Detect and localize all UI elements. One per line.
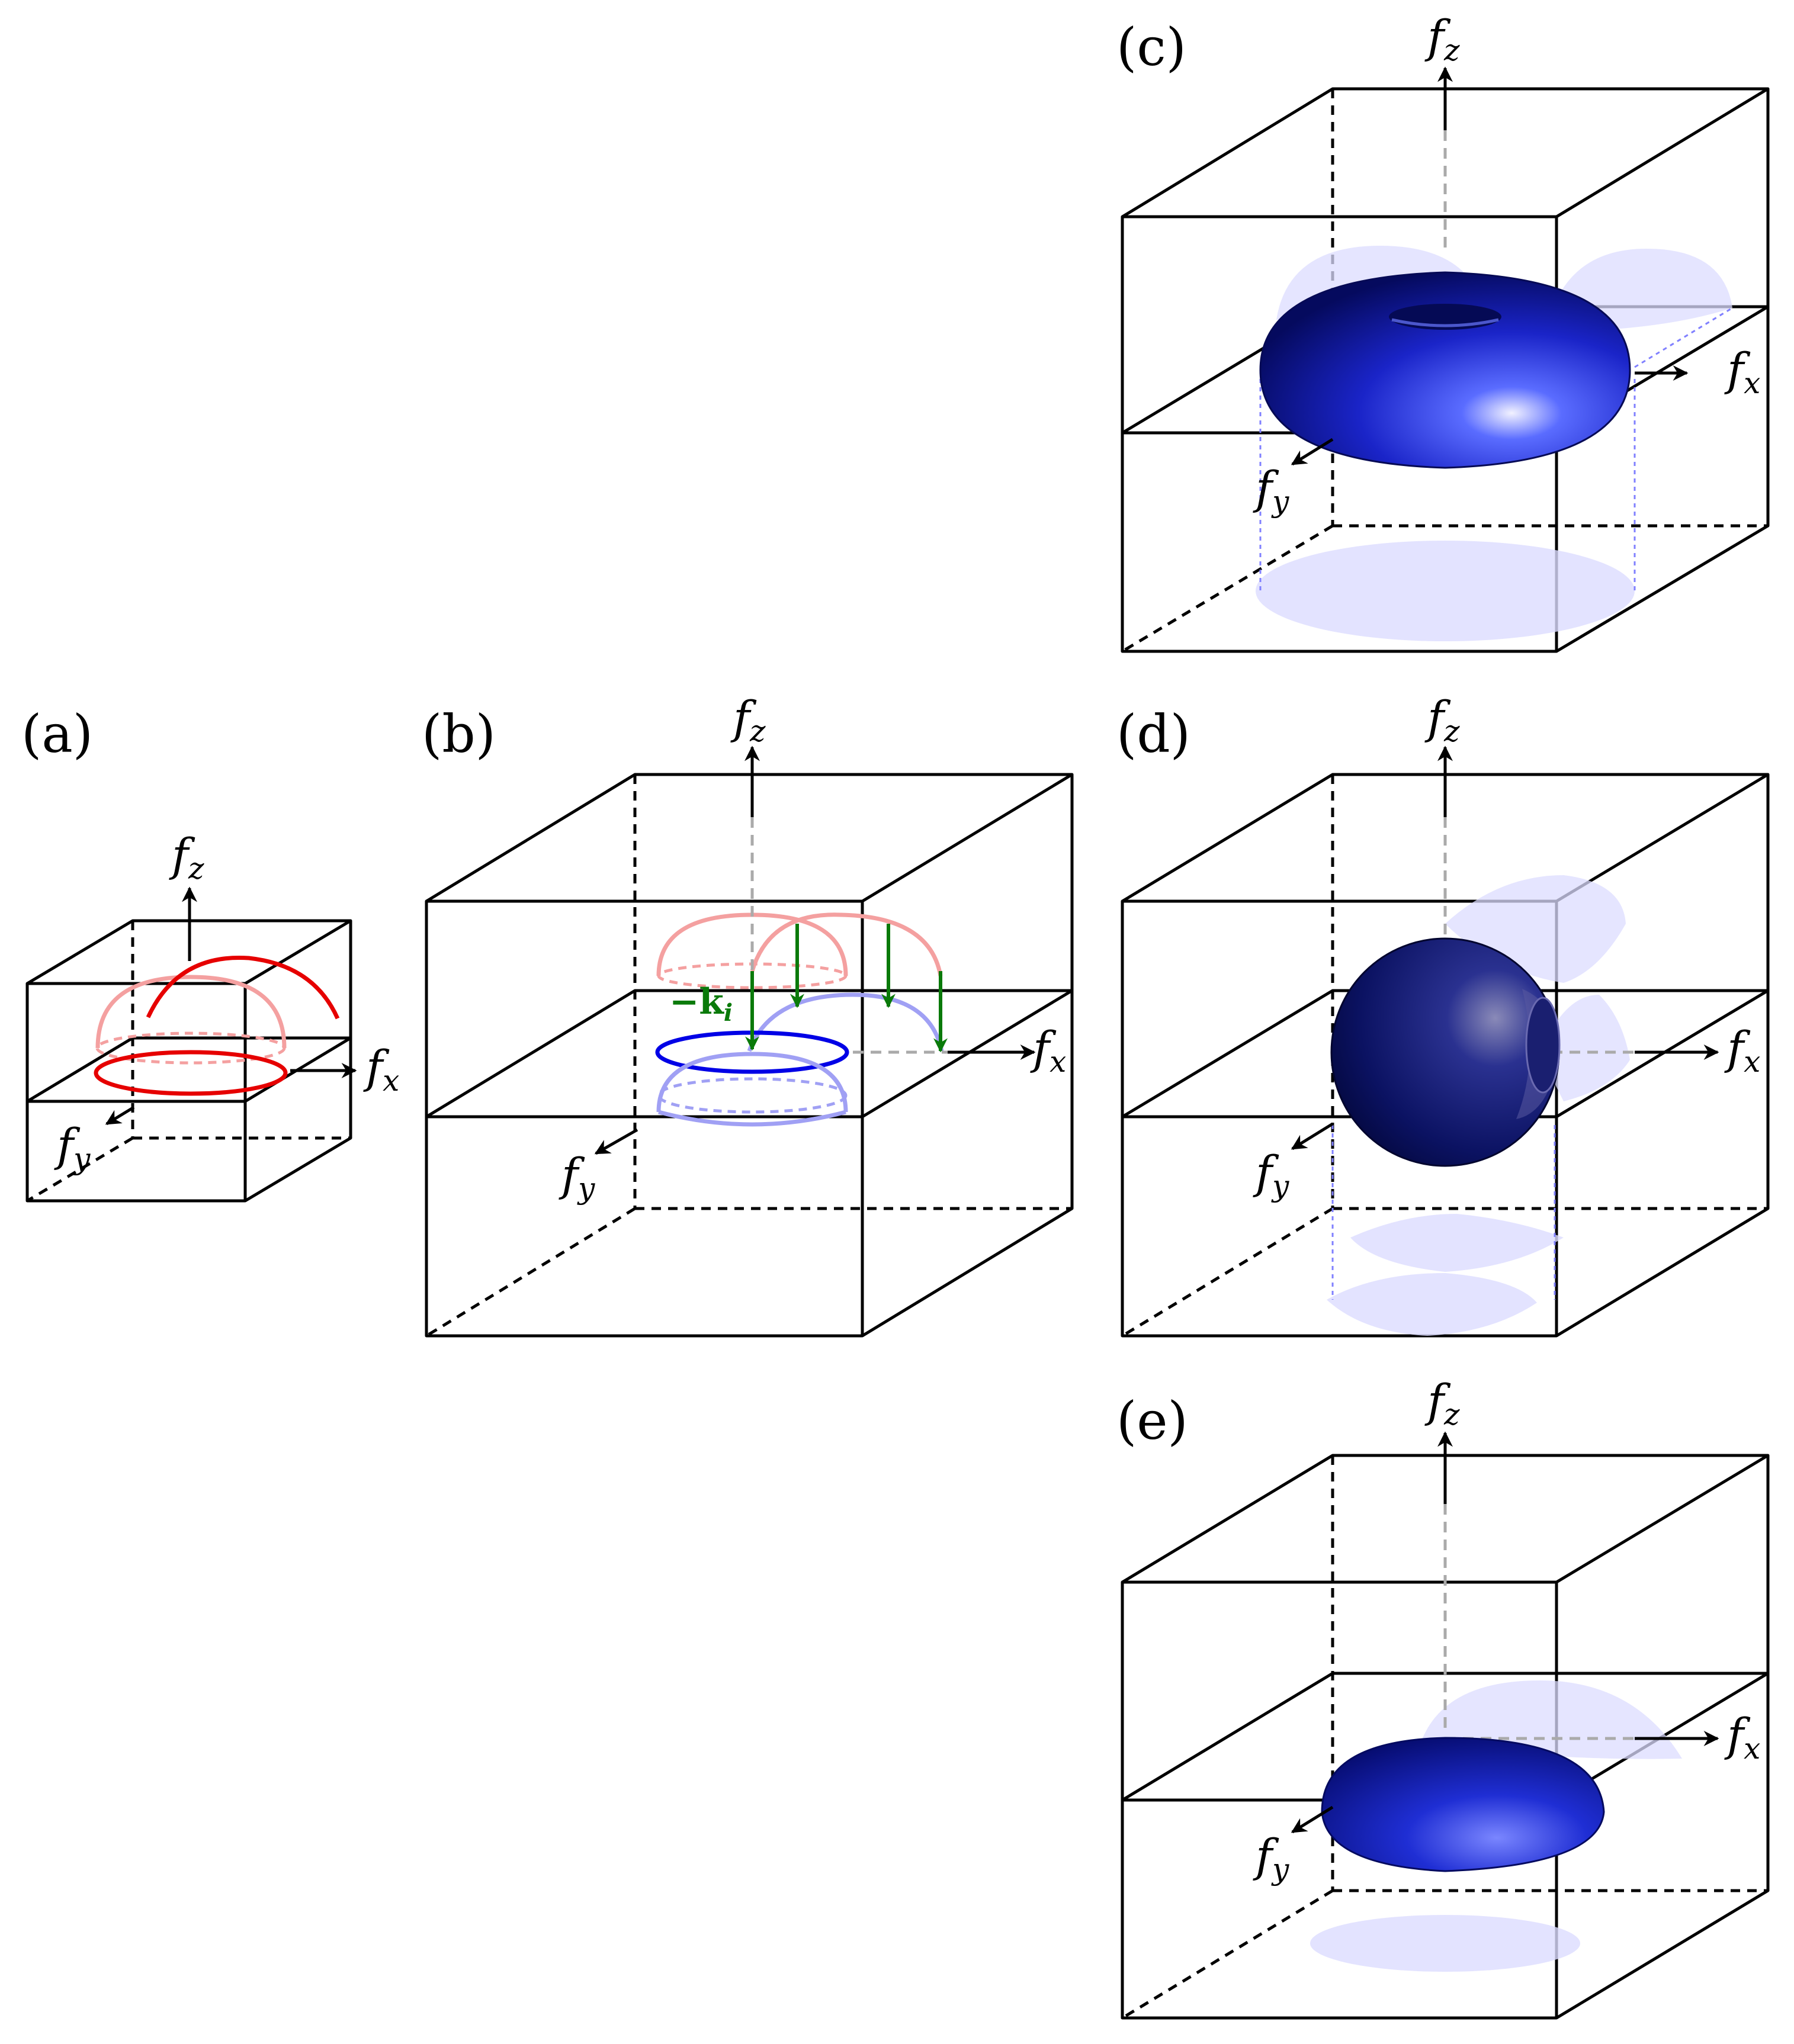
fy-label-e: fy	[1253, 1829, 1289, 1886]
panel-label-b: (b)	[422, 703, 496, 764]
fx-label-c: fx	[1724, 343, 1760, 400]
fy-label-a: fy	[54, 1119, 91, 1176]
faded-blue-dome-shifted-b	[747, 992, 944, 1052]
fy-axis-a	[105, 1105, 135, 1126]
faded-red-domes-b	[656, 912, 943, 989]
fy-label-b: fy	[559, 1148, 595, 1206]
fy-axis-d	[1291, 1122, 1334, 1150]
panel-label-c: (c)	[1116, 17, 1186, 78]
faded-red-dome-a	[95, 975, 287, 1065]
fz-label-e: fz	[1424, 1374, 1460, 1432]
green-shift-arrows-b	[745, 924, 948, 1053]
panel-label-a: (a)	[21, 703, 93, 764]
fy-axis-c	[1291, 438, 1334, 466]
fx-label-e: fx	[1724, 1708, 1760, 1766]
fy-label-d: fy	[1253, 1146, 1289, 1203]
panel-label-d: (d)	[1116, 703, 1190, 764]
fy-axis-b	[594, 1128, 638, 1155]
faded-blue-dome-lower-b	[656, 1052, 848, 1127]
wave-vector-label: −ki	[669, 981, 733, 1027]
fy-axis-e	[1291, 1805, 1334, 1834]
fz-label-c: fz	[1424, 10, 1460, 68]
fz-label-d: fz	[1424, 691, 1460, 748]
red-ring-a	[94, 1050, 288, 1096]
panel-label-e: (e)	[1116, 1390, 1188, 1451]
dome-surface-e	[1321, 1737, 1605, 1872]
sphere-surface-d	[1330, 937, 1561, 1167]
panel-b: (b)	[422, 691, 1074, 1338]
panel-e: (e) fz fx fy	[1116, 1374, 1770, 2020]
fx-label-b: fx	[1030, 1021, 1066, 1079]
fx-label-a: fx	[363, 1040, 399, 1098]
torus-surface-c	[1259, 271, 1631, 469]
projections-d	[1327, 875, 1630, 1336]
panel-a: (a) fz fx fy	[21, 703, 399, 1203]
panel-d: (d) fz fx fy	[1116, 691, 1770, 1338]
box-e	[1121, 1454, 1770, 2020]
fx-label-d: fx	[1724, 1021, 1760, 1079]
fz-label-b: fz	[730, 691, 766, 748]
box-b	[425, 773, 1074, 1338]
fz-label-a: fz	[169, 828, 204, 886]
panel-c: (c) fz fx fy	[1116, 10, 1770, 653]
red-arc-a	[146, 955, 340, 1020]
fy-label-c: fy	[1253, 461, 1289, 519]
